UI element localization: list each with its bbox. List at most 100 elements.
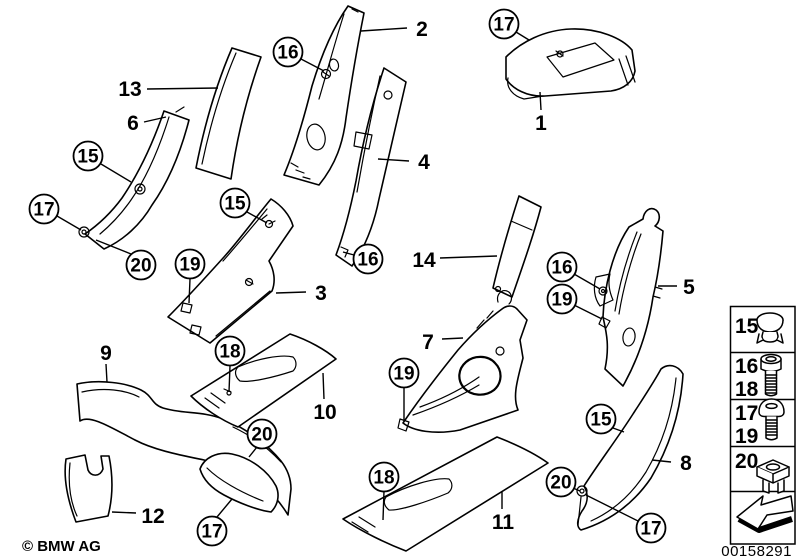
callout-number: 18 [219,342,240,363]
callout-1: 1 [535,112,547,135]
callout-number: 17 [201,522,222,543]
screw-threads [765,419,778,436]
callout-17-c: 17 [196,515,228,547]
callout-number: 17 [640,519,661,540]
part-7-latch-opening [458,355,502,396]
callout-19-c: 19 [388,357,420,389]
part-5-screw-point [598,286,608,296]
part-3-armrest-trim-drawing [167,198,294,344]
callout-20-a: 20 [125,249,157,281]
callout-number: 19 [393,364,414,385]
callout-circle [246,418,278,450]
callout-11: 11 [492,511,515,534]
nut-front-faces [756,466,790,484]
arrow-body [736,495,794,530]
part-5-outline [602,207,664,387]
part-6-detail [99,106,185,235]
part-5-screw-block [593,273,614,329]
part-6-outline [84,110,190,250]
part-12-outline [64,454,113,523]
callout-circle [546,283,578,315]
callout-circle [352,243,384,275]
direction-arrow-left-icon [736,495,794,533]
part-7-detail [397,290,513,432]
rivet-body [761,331,779,343]
nut-legs [762,479,785,494]
part-2-backrest-trim-drawing [283,5,365,186]
callout-number: 16 [277,43,298,64]
legend-box [729,305,796,545]
callout-number: 15 [77,147,99,168]
callout-5: 5 [683,276,695,299]
callout-number: 17 [33,200,54,221]
callout-circle [488,8,520,40]
bolt-threads [764,374,778,394]
callout-15-b: 15 [219,187,251,219]
part-6-grommet-center [137,186,143,192]
callout-circle [72,140,104,172]
part-2-screw-point [320,68,332,80]
legend-num-16: 16 [735,355,758,378]
copyright-text: © BMW AG [22,538,101,555]
part-14-hole [494,285,502,293]
part-5-hole [622,327,636,347]
callout-circle [545,466,577,498]
legend-num-19: 19 [735,425,758,448]
callout-number: 15 [590,410,612,431]
legend-num-18: 18 [735,378,759,401]
part-5-backrest-side-trim-drawing [593,207,664,387]
nut-hole [765,463,781,471]
callout-circle [585,403,617,435]
callout-12: 12 [141,505,164,528]
callout-20-b: 20 [246,418,278,450]
part-14-pillar-strip-drawing [492,195,542,298]
part-11-sill-strip-drawing [342,436,549,552]
part-12-bracket-cover-drawing [64,454,113,523]
callout-circle [388,357,420,389]
part-6-grommet [134,183,146,195]
fastener-legend: 15 16 18 17 19 20 [729,305,796,545]
leader-lines [56,27,677,522]
part-8-grommet [576,485,588,497]
expanding-rivet-icon [756,312,784,344]
callout-3: 3 [315,282,327,305]
callout-9: 9 [100,342,112,365]
callout-16-b: 16 [352,243,384,275]
part-12-detail [68,462,78,517]
callout-17-b: 17 [488,8,520,40]
part-14-outline [492,195,542,298]
part-3-outline [167,198,294,344]
part-3-rivet-point [264,219,274,229]
part-8-outline [576,364,684,531]
callout-circle [125,249,157,281]
callout-number: 19 [551,290,572,311]
callout-circle [214,335,246,367]
callout-circle [368,461,400,493]
part-9-outline [76,380,292,516]
callout-8: 8 [680,452,692,475]
callout-circle [546,251,578,283]
part-6-fastener-point [78,226,90,238]
part-1-flap [507,50,636,100]
callout-16-a: 16 [272,36,304,68]
part-2-outline [283,5,365,186]
clip-nut-icon [756,459,790,494]
part-4-outline [335,67,407,267]
callout-14: 14 [412,249,436,272]
callout-number: 20 [550,473,571,494]
part-7-seat-frame-trim-drawing [397,290,528,433]
callout-15-c: 15 [585,403,617,435]
callout-6: 6 [127,112,139,135]
callout-circle [196,515,228,547]
part-5-groove [614,231,663,315]
part-10-outline [190,333,337,428]
callout-20-c: 20 [545,466,577,498]
callout-4: 4 [418,151,430,174]
part-4-rail-trim-drawing [335,67,407,267]
part-trim-pad-drawing [199,452,279,513]
part-6-fastener-center [81,229,87,235]
legend-row-dividers [730,351,795,493]
part-7-hole [495,346,505,356]
trim-pad-outline [199,452,279,513]
callout-2: 2 [416,18,428,41]
